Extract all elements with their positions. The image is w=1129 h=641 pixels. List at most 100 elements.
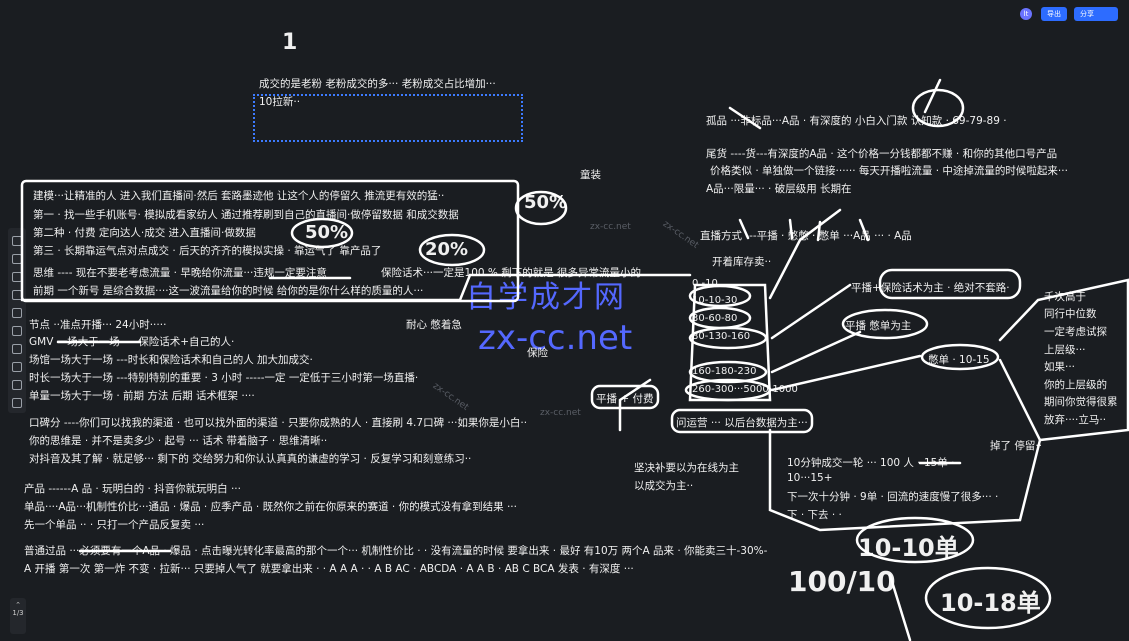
ink-circle: [688, 326, 768, 350]
sticky-tool-icon[interactable]: [12, 326, 22, 336]
note-text: 建模···让精准的人 进入我们直播间·然后 套路墨迹他 让这个人的停留久 推流更…: [33, 190, 445, 202]
ink-circle: [684, 378, 772, 402]
note-text: 放弃····立马··: [1044, 414, 1107, 426]
note-text: 期间你觉得很累: [1044, 396, 1118, 408]
handwritten-mark: 1: [282, 30, 298, 55]
note-text: 耐心 憋着急: [406, 319, 462, 331]
note-text: 下 · 下去 · ·: [787, 509, 842, 521]
note-text: 普通过品 ···必须要有一个A品 · 爆品 · 点击曝光转化率最高的那个一个··…: [24, 545, 768, 557]
note-text: 如果···: [1044, 361, 1076, 373]
selection-box[interactable]: [253, 94, 523, 142]
note-text: 问运营 ··· 以后台数据为主···: [676, 417, 808, 429]
ink-box: [590, 384, 660, 410]
ink-circle: [290, 217, 354, 249]
ink-line: [768, 428, 1042, 532]
note-text: 憋单 · 10-15: [928, 354, 990, 366]
watermark-en: zx-cc.net: [478, 318, 633, 358]
ink-line: [998, 278, 1129, 442]
ink-line: [728, 78, 942, 130]
handwritten-mark: 10-10单: [858, 534, 959, 562]
ink-line: [618, 378, 652, 432]
note-text: 坚决补要以为在线为主: [634, 462, 739, 474]
number-range: 260-300···5000-1000: [692, 384, 798, 395]
ink-box: [878, 268, 1022, 300]
ink-line: [888, 573, 912, 641]
note-text: 下一次十分钟 · 9单 · 回流的速度慢了很多··· ·: [787, 491, 999, 503]
note-text: 思维 ---- 现在不要老考虑流量 · 早晚给你流量···违规一定要注意: [33, 267, 327, 279]
note-text: 单量一场大于一场 · 前期 方法 后期 话术框架 ····: [29, 390, 255, 402]
note-text: 一定考虑试探: [1044, 326, 1107, 338]
note-text: 平播+保险话术为主 · 绝对不套路·: [851, 282, 1010, 294]
note-text: 场馆一场大于一场 ---时长和保险话术和自己的人 加大加成交·: [29, 354, 313, 366]
note-text: 童装: [580, 169, 601, 181]
more-tool-icon[interactable]: [12, 398, 22, 408]
delete-tool-icon[interactable]: [12, 380, 22, 390]
handwritten-mark: 10-18单: [940, 589, 1041, 617]
ink-circle: [920, 343, 1000, 371]
image-tool-icon[interactable]: [12, 344, 22, 354]
share-button[interactable]: 分享: [1074, 7, 1118, 21]
number-range: 30-60-80: [692, 313, 738, 324]
note-text: 第三 · 长期靠运气点对点成交 · 后天的齐齐的模拟实操 · 靠运气了 靠产品了: [33, 245, 382, 257]
note-text: 成交的是老粉 老粉成交的多··· 老粉成交占比增加···: [259, 78, 496, 90]
handwritten-mark: 20%: [425, 239, 469, 260]
eraser-tool-icon[interactable]: [12, 362, 22, 372]
note-text: A 开播 第一次 第一炸 不变 · 拉新··· 只要掉人气了 就要拿出来 · ·…: [24, 563, 634, 575]
note-text: 价格类似 · 单独做一个链接······ 每天开播啦流量 · 中途掉流量的时候啦…: [710, 165, 1068, 177]
page-number: 1/3: [12, 609, 24, 617]
note-text: 先一个单品 ·· · 只打一个产品反复卖 ···: [24, 519, 205, 531]
note-text: A品···限量··· · 破层级用 长期在: [706, 183, 852, 195]
ink-circle: [418, 233, 486, 267]
page-up-icon[interactable]: ⌃: [15, 601, 21, 609]
text-tool-icon[interactable]: [12, 308, 22, 318]
note-text: 保险: [527, 347, 548, 359]
handwritten-mark: 100/10: [788, 565, 896, 598]
note-text: 产品 ------A 品 · 玩明白的 · 抖音你就玩明白 ···: [24, 483, 241, 495]
ink-circle: [688, 360, 768, 384]
note-text: 掉了 停留··: [990, 440, 1043, 452]
number-range: 160-180-230: [692, 366, 757, 377]
note-text: 前期 一个新号 是综合数据····这一波流量给你的时候 给你的是你什么样的质量的…: [33, 285, 424, 297]
note-text: 平播 憋单为主: [845, 320, 912, 332]
watermark-cn: 自学成才网: [466, 280, 626, 315]
note-text: 你的上层级的: [1044, 379, 1107, 391]
watermark-small: zx-cc.net: [590, 222, 631, 232]
note-text: 第二种 · 付费 定向达人·成交 进入直播间·做数据: [33, 227, 256, 239]
note-text: 10···15+: [787, 472, 833, 484]
number-range: 0 -10: [692, 278, 718, 289]
handwritten-mark: 50%: [524, 192, 568, 213]
note-text: 同行中位数: [1044, 308, 1097, 320]
ink-circle: [688, 306, 752, 330]
ink-box: [688, 283, 772, 402]
note-text: 平播 + 付费: [596, 393, 654, 405]
whiteboard-canvas[interactable]: [0, 28, 1129, 641]
handwritten-mark: 50%: [305, 222, 349, 243]
ink-circle: [924, 566, 1052, 630]
ink-circle: [855, 516, 975, 564]
note-text: 你的思维是 · 并不是卖多少 · 起号 ··· 话术 带着脑子 · 思维清晰··: [29, 435, 328, 447]
page-indicator[interactable]: ⌃ 1/3: [10, 598, 26, 634]
ink-box: [20, 179, 520, 303]
ink-circle: [688, 284, 752, 308]
ink-circle: [841, 308, 929, 340]
note-text: 10拉新··: [259, 96, 301, 108]
number-range: 80-130-160: [692, 331, 751, 342]
note-text: 10分钟成交一轮 ··· 100 人 · 15单 ·: [787, 457, 955, 469]
note-text: 口碑分 ----你们可以找我的渠道 · 也可以找外面的渠道 · 只要你成熟的人 …: [29, 417, 528, 429]
note-text: 尾货 ----货---有深度的A品 · 这个价格一分钱都都不赚 · 和你的其他口…: [706, 148, 1058, 160]
watermark-small: zx-cc.net: [540, 408, 581, 418]
ink-line: [768, 208, 922, 392]
note-text: 以成交为主··: [634, 480, 694, 492]
top-bar: lt 导出 分享: [0, 0, 1129, 28]
note-text: 孤品 ···非标品···A品 · 有深度的 小白入门款 认知款 · 69-79-…: [706, 115, 1007, 127]
note-text: 开着库存卖··: [712, 256, 772, 268]
avatar[interactable]: lt: [1020, 8, 1032, 20]
note-text: 单品····A品···机制性价比···通品 · 爆品 · 应季产品 · 既然你之…: [24, 501, 517, 513]
note-text: 第一 · 找一些手机账号· 模拟成看家纺人 通过推荐刷到自己的直播间·做停留数据…: [33, 209, 459, 221]
number-range: 10-10-30: [692, 295, 738, 306]
export-button[interactable]: 导出: [1041, 7, 1067, 21]
ink-line: [738, 218, 870, 242]
note-text: 千次高于: [1044, 291, 1086, 303]
ink-circle: [514, 190, 568, 226]
